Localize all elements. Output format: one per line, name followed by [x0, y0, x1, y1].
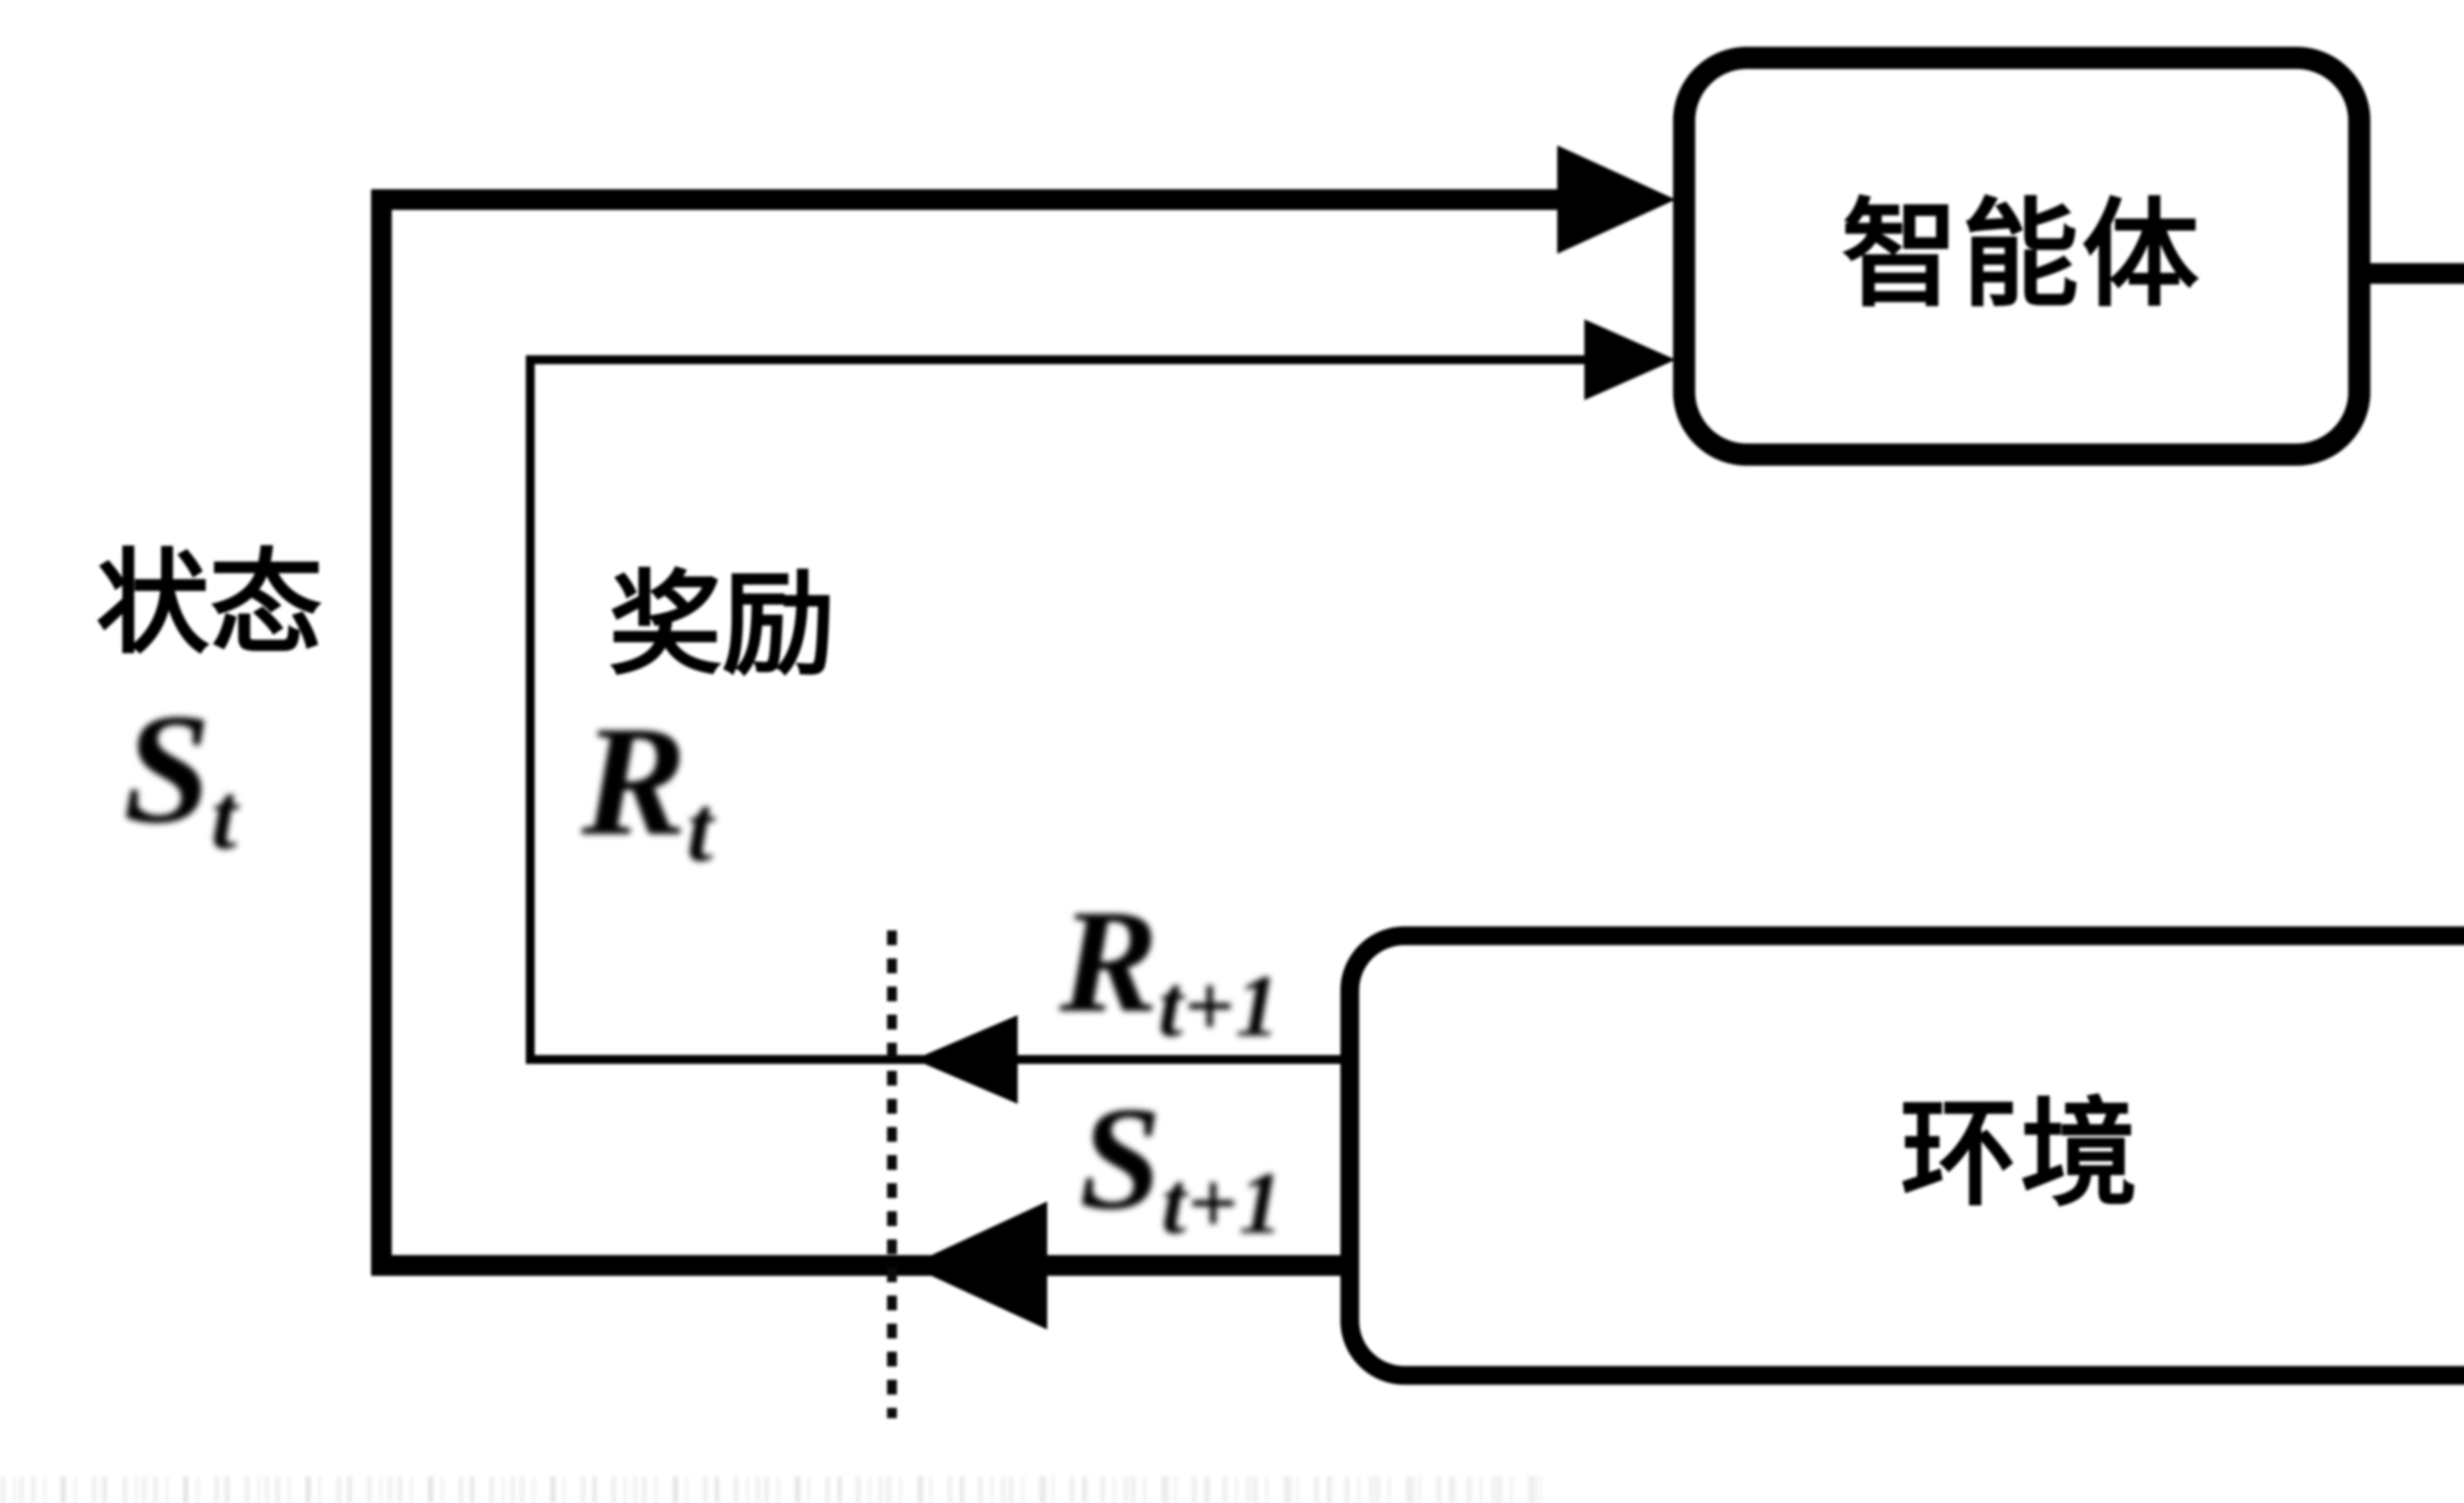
reward-loop-top-line	[526, 355, 1620, 364]
next-reward-symbol: Rt+1	[1060, 879, 1281, 1055]
state-label: 状态	[96, 542, 323, 667]
state-loop-bottom-line	[371, 1255, 1352, 1276]
agent-node: 智能体	[1673, 47, 2370, 466]
environment-node-label: 环境	[1900, 1091, 2141, 1220]
reward-loop-vertical-line	[526, 355, 535, 1064]
next-state-arrowhead-icon	[909, 1201, 1047, 1330]
reward-into-agent-arrowhead-icon	[1584, 319, 1676, 400]
reward-label: 奖励	[609, 563, 836, 688]
next-reward-arrowhead-icon	[914, 1015, 1018, 1104]
action-loop-top-line	[2368, 263, 2464, 284]
state-symbol: St	[123, 682, 239, 869]
next-state-symbol: St+1	[1079, 1076, 1284, 1252]
state-loop-vertical-line	[371, 189, 392, 1276]
state-loop-top-line	[371, 189, 1603, 210]
reward-symbol: Rt	[582, 694, 714, 881]
time-step-dashed-line	[887, 930, 897, 1418]
agent-node-label: 智能体	[1841, 191, 2202, 321]
state-into-agent-arrowhead-icon	[1557, 145, 1676, 254]
caption-remnant	[0, 1476, 1542, 1503]
environment-node: 环境	[1340, 926, 2464, 1385]
